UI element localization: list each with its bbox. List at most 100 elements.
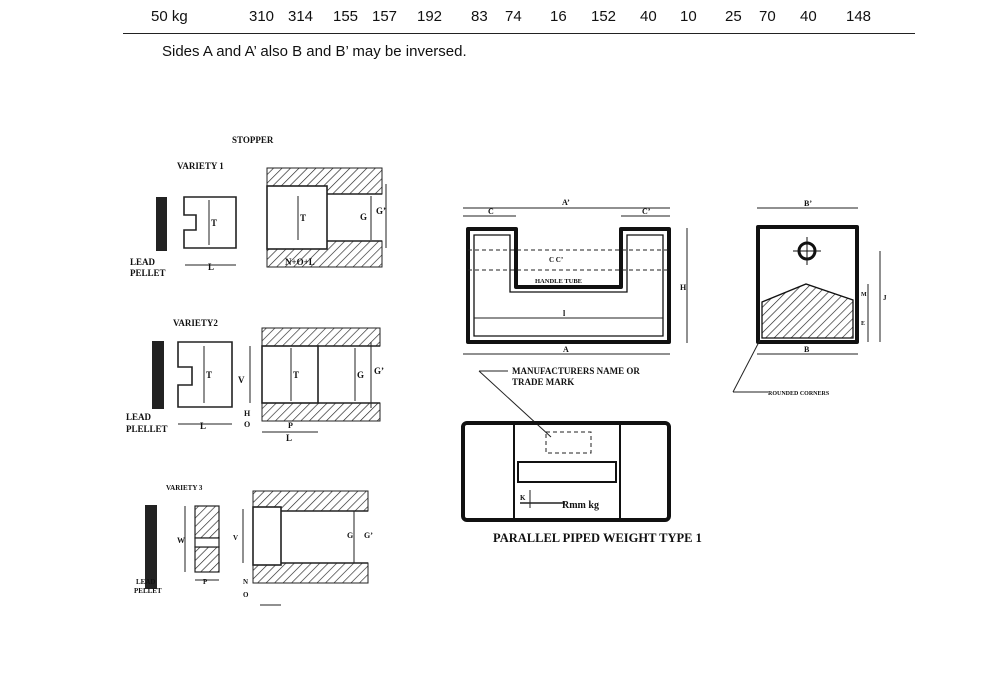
dim-W-label: W [177,536,185,545]
lead-pellet-label: LEAD [130,257,156,267]
lead-cavity [761,283,854,339]
lead-pellet-label: LEAD [126,412,152,422]
dimension-table-row: 50 kg 310 314 155 157 192 83 74 16 152 4… [0,6,994,30]
cavity [261,345,319,404]
lead-pellet-icon [156,197,167,251]
dim-K-label: K [520,494,526,502]
table-cell: 25 [725,8,742,25]
dim-N-label: N [243,578,248,586]
dim-H-label: H [244,409,251,418]
dim-V-label: V [233,534,238,542]
rounded-corners-label: ROUNDED CORNERS [768,391,830,397]
dim-H-label: H [680,283,687,292]
hatched-stopper [194,546,220,573]
dim-l-label: l [563,309,566,318]
table-cell: 152 [591,8,617,25]
table-rule [123,33,915,34]
inversion-note: Sides A and A’ also B and B’ may be inve… [162,43,467,60]
side-outline [756,225,859,344]
stopper-body [177,341,233,408]
dim-G-label: G [357,370,364,380]
dim-T-label: T [293,370,299,380]
dim-T-label: T [300,213,306,223]
hatched-wall [252,562,369,584]
dim-O-label: O [243,591,249,599]
leader-line [732,339,761,393]
lead-pellet-label-2: PLELLET [126,424,168,434]
figure-caption: PARALLEL PIPED WEIGHT TYPE 1 [493,531,702,545]
dim-L-label: L [286,433,292,443]
dim-A-label: A [563,345,569,354]
table-cell: 155 [333,8,359,25]
dim-Bp-label: B’ [804,199,812,208]
dim-O-label: O [244,420,250,429]
weight-inner-outline [473,234,664,337]
table-cell: 192 [417,8,443,25]
top-outline [461,421,671,522]
dim-P-label: P [288,421,293,430]
manufacturer-label-2: TRADE MARK [512,377,574,387]
dim-E-label: E [861,321,865,327]
lead-pellet-label-2: PELLET [134,587,162,595]
stopper-variety-2: VARIETY2 LEAD PLELLET T L V T G G’ H O L… [126,318,384,443]
hatched-wall [261,402,381,422]
dim-CC-label: C C’ [549,256,563,264]
dim-Gp-label: G’ [374,366,384,376]
dim-Gp-label: G’ [376,206,386,216]
stopper-variety-3: VARIETY 3 LEAD PELLET W P V G G’ N O [134,484,373,606]
stopper-body [183,196,237,249]
table-cell: 148 [846,8,872,25]
dim-NOL-label: N+O+L [285,257,315,267]
dim-C-label: C [488,207,494,216]
cavity [252,506,282,566]
dim-G-label: G [347,531,353,540]
dim-L-label: L [200,421,206,431]
table-cell: 314 [288,8,314,25]
hatched-stopper [194,505,220,539]
trade-mark-area [545,431,592,454]
variety-3-label: VARIETY 3 [166,484,203,492]
table-cell: 74 [505,8,522,25]
dim-M-label: M [861,292,867,298]
dim-Ap-label: A’ [562,198,570,207]
lead-pellet-icon [145,505,157,589]
table-cell: 310 [249,8,275,25]
manufacturer-label-1: MANUFACTURERS NAME OR [512,366,640,376]
hatched-wall [261,327,381,347]
table-cell-mass: 50 kg [151,8,188,25]
table-cell: 83 [471,8,488,25]
table-cell: 157 [372,8,398,25]
label-bg [521,274,596,284]
dim-Cp-label: C’ [642,207,651,216]
dim-P-label: P [203,578,208,586]
variety-2-label: VARIETY2 [173,318,218,328]
handle-tube-label: HANDLE TUBE [535,278,582,285]
dim-T-label: T [206,370,212,380]
table-cell: 70 [759,8,776,25]
table-cell: 40 [640,8,657,25]
weight-front-view: A’ C C’ C C’ HANDLE TUBE l A H [463,198,688,355]
dim-J-label: J [883,294,887,302]
stopper-variety-1: VARIETY 1 LEAD PELLET T L T G G’ N+O+L [130,161,387,278]
table-cell: 16 [550,8,567,25]
dim-G-label: G [360,212,367,222]
dim-L-label: L [208,262,214,272]
dim-B-label: B [804,345,810,354]
mass-marking-label: Rmm kg [562,500,599,511]
dim-V-label: V [238,375,245,385]
table-cell: 40 [800,8,817,25]
stopper-gap [194,537,220,548]
lead-pellet-label: LEAD [136,578,155,586]
weight-top-view: MANUFACTURERS NAME OR TRADE MARK K Rmm k… [461,366,671,522]
lead-pellet-icon [152,341,164,409]
variety-1-label: VARIETY 1 [177,161,224,171]
cavity [266,185,328,250]
table-cell: 10 [680,8,697,25]
lead-pellet-label-2: PELLET [130,268,166,278]
handle-top [517,461,617,483]
weight-side-view: B’ B J M E ROUNDED CORNERS [732,199,887,397]
weight-outline [466,227,671,344]
dim-T-label: T [211,218,217,228]
leader-line [478,370,552,438]
